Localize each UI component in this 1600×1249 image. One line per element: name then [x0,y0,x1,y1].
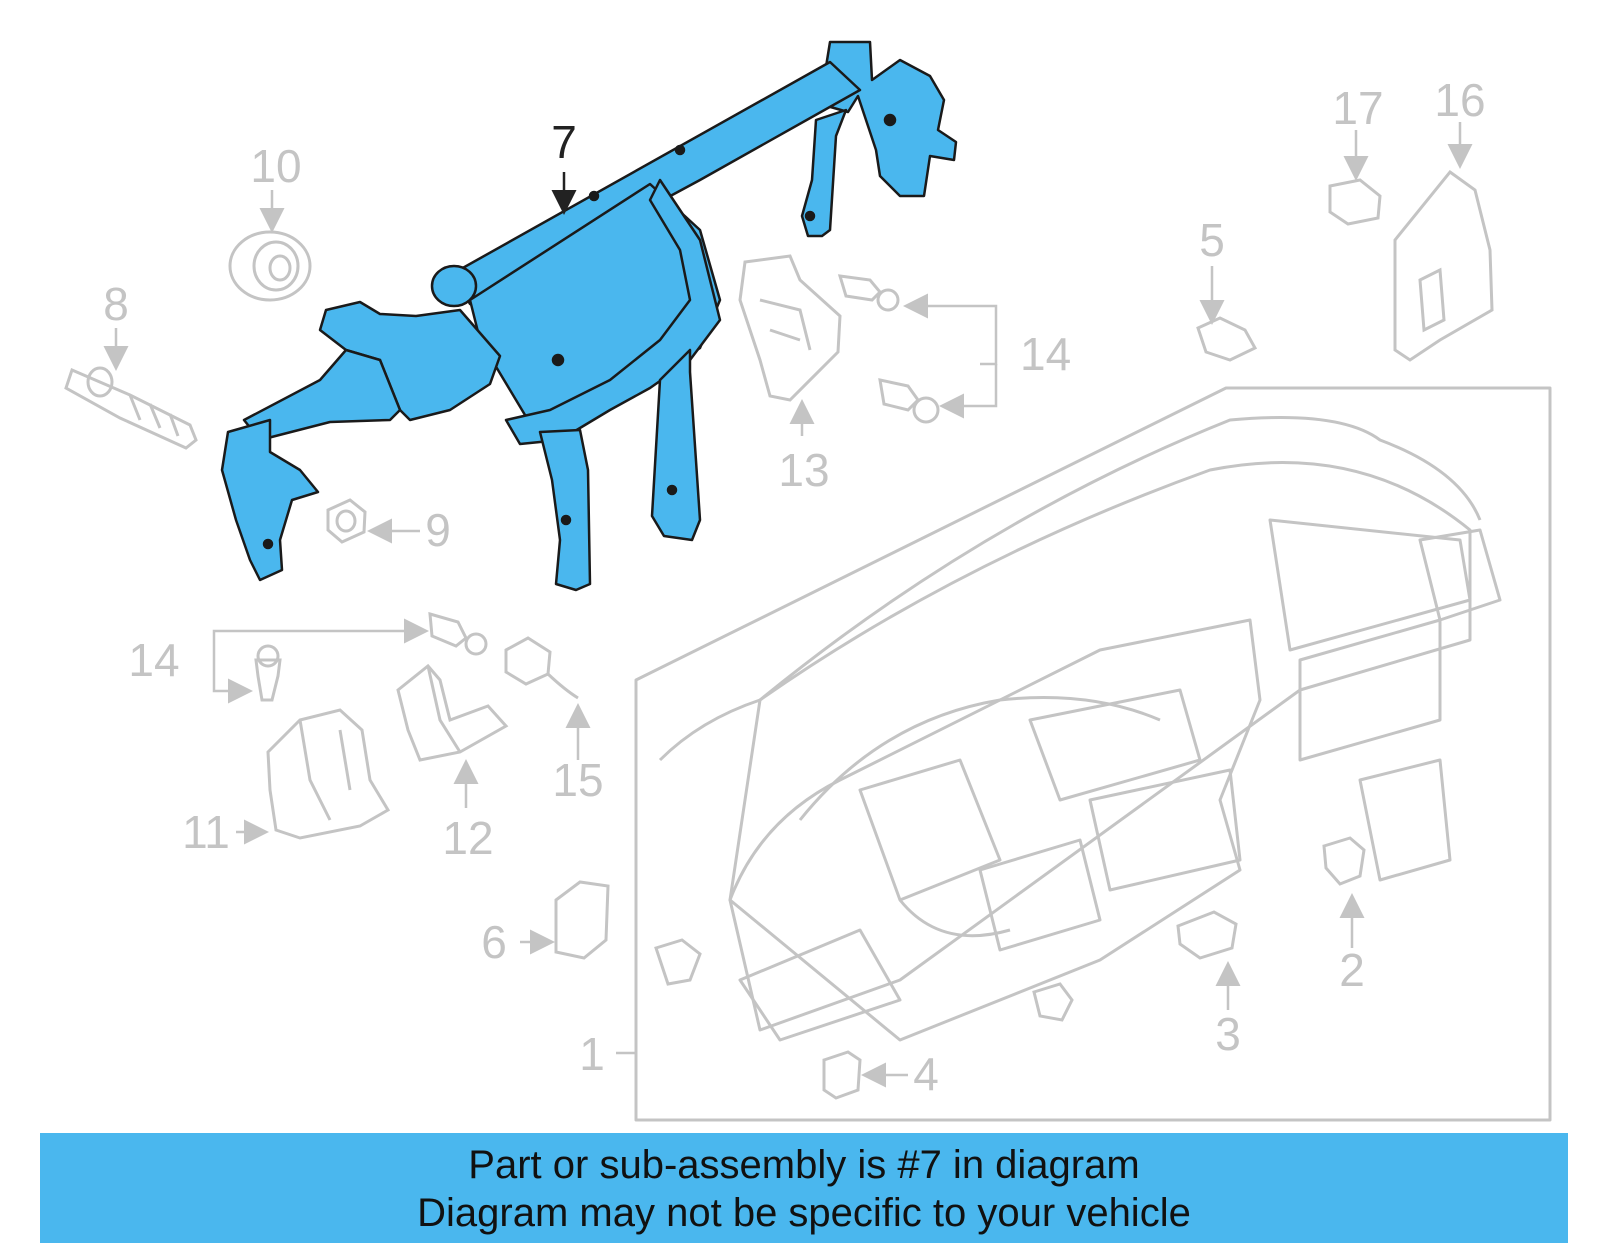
callout-2[interactable]: 2 [1339,944,1365,996]
part-17-clip [1328,178,1382,226]
part-13-bracket [738,254,842,402]
callout-1[interactable]: 1 [579,1028,605,1080]
caption-line-1: Part or sub-assembly is #7 in diagram [468,1143,1140,1187]
part-10-grommet [228,230,312,302]
part-misc-clip [654,938,1074,1022]
callout-10[interactable]: 10 [250,140,301,192]
part-2-clip [1322,836,1366,886]
callout-8[interactable]: 8 [103,278,129,330]
callout-3[interactable]: 3 [1215,1008,1241,1060]
callout-4[interactable]: 4 [913,1048,939,1100]
part-15-sensor [504,636,579,700]
callout-16[interactable]: 16 [1434,74,1485,126]
callout-14-upper[interactable]: 14 [1020,328,1071,380]
part-3-clip [1176,910,1238,960]
callout-7[interactable]: 7 [551,116,577,168]
caption-line-2: Diagram may not be specific to your vehi… [417,1191,1191,1235]
part-9-nut [326,498,367,544]
leader-lines [103,122,1473,1088]
callout-6[interactable]: 6 [481,916,507,968]
callout-14-lower[interactable]: 14 [128,634,179,686]
part-11-duct [266,708,391,840]
part-14-clips-upper [837,274,940,424]
callout-11[interactable]: 11 [182,806,230,858]
callout-5[interactable]: 5 [1199,214,1225,266]
part-14-clips-lower [254,611,488,702]
part-8-bolt [64,366,198,450]
callout-13[interactable]: 13 [778,444,829,496]
part-12-duct [396,663,509,762]
callout-9[interactable]: 9 [425,504,451,556]
part-5-clip [1196,316,1258,362]
caption-banner: Part or sub-assembly is #7 in diagram Di… [40,1133,1568,1243]
dashboard-assembly [634,386,1552,1122]
part-16-end-cap [1393,169,1494,362]
part-7-cross-car-beam[interactable] [220,40,958,592]
part-4-clip [822,1050,862,1100]
callout-12[interactable]: 12 [442,812,493,864]
part-6-clip [554,880,610,960]
callout-17[interactable]: 17 [1332,82,1383,134]
callout-15[interactable]: 15 [552,754,603,806]
